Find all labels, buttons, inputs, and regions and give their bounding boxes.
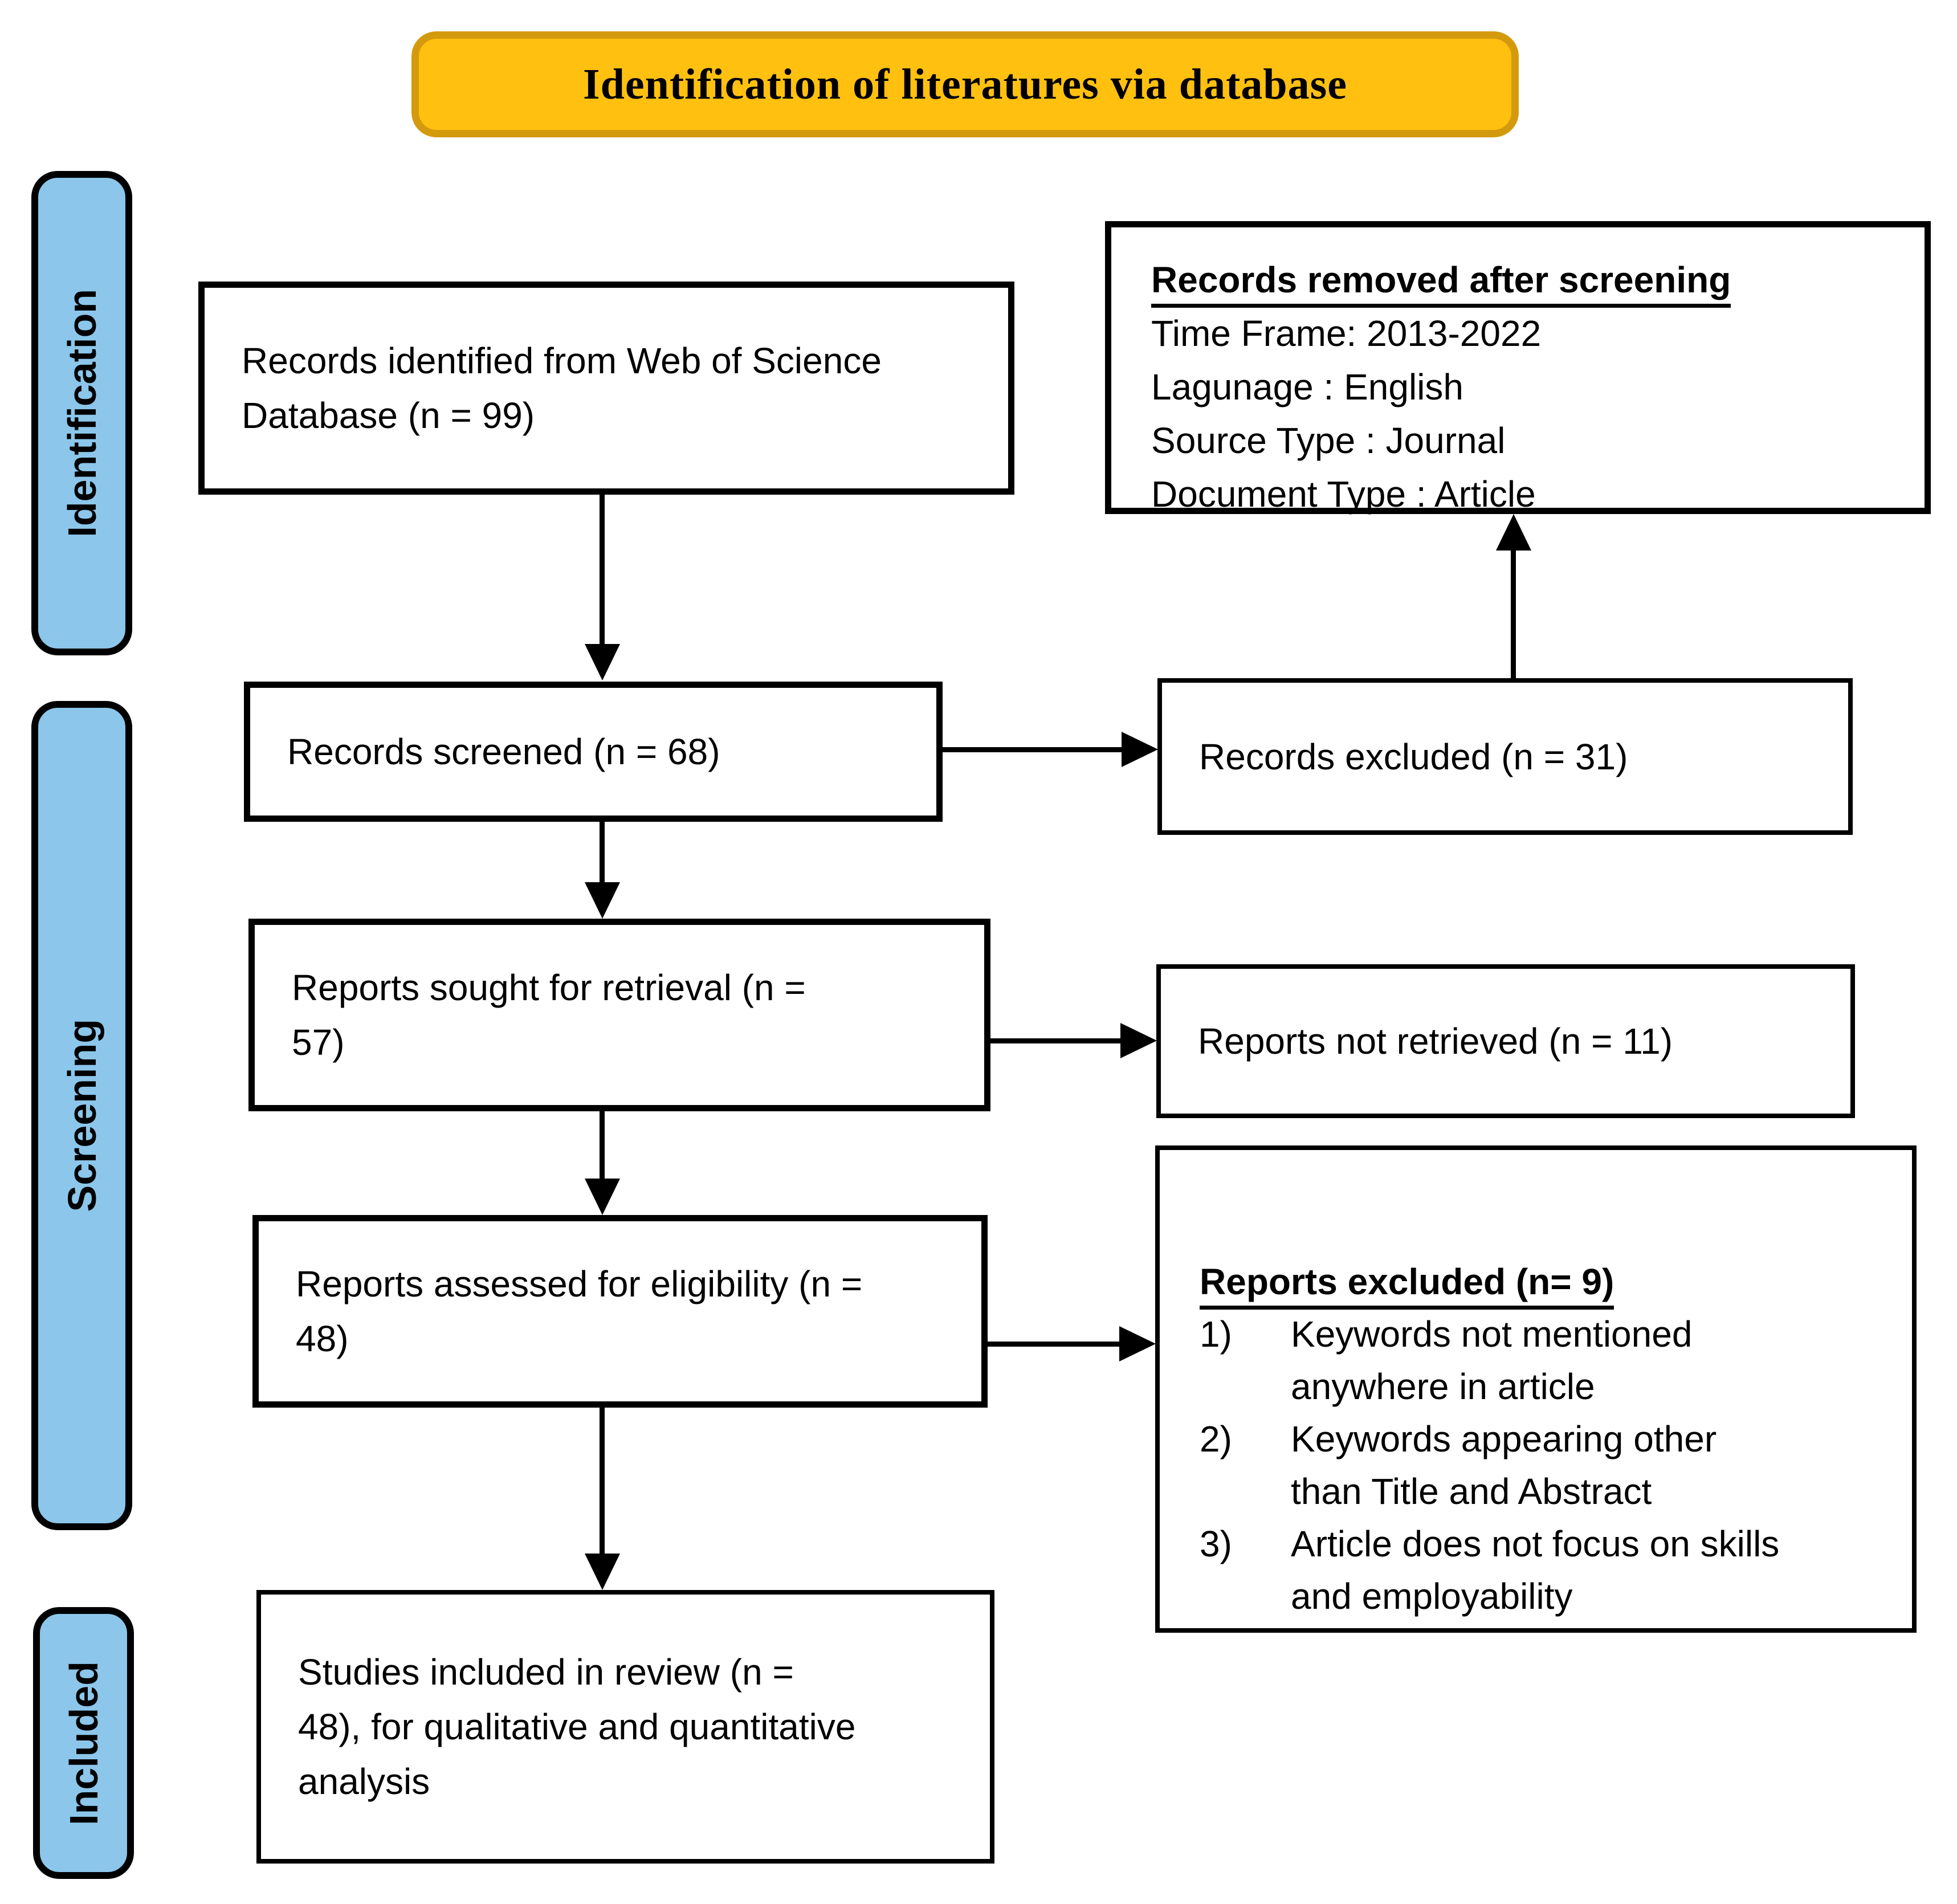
exclusion-reason-1: 1) Keywords not mentioned anywhere in ar… xyxy=(1200,1308,1895,1413)
title-banner: Identification of literatures via databa… xyxy=(411,31,1519,137)
box-records-identified-text: Records identified from Web of Science D… xyxy=(242,340,882,436)
box-records-screened-text: Records screened (n = 68) xyxy=(287,731,720,772)
stage-screening: Screening xyxy=(31,701,132,1530)
stage-included: Included xyxy=(33,1607,134,1879)
box-reports-assessed: Reports assessed for eligibility (n = 48… xyxy=(252,1215,988,1408)
exclusion-reason-2-number: 2) xyxy=(1200,1418,1232,1459)
arrowhead-down-2-icon xyxy=(585,882,620,919)
box-reports-excluded-heading: Reports excluded (n= 9) xyxy=(1200,1255,1895,1310)
box-records-screened: Records screened (n = 68) xyxy=(244,682,943,822)
box-records-removed: Records removed after screening Time Fra… xyxy=(1105,221,1931,515)
arrowhead-up-icon xyxy=(1496,514,1531,551)
stage-identification-label: Identification xyxy=(59,289,104,537)
arrowhead-down-4-icon xyxy=(585,1554,620,1590)
connector-screened-to-sought xyxy=(600,821,605,886)
exclusion-reason-2: 2) Keywords appearing other than Title a… xyxy=(1200,1413,1895,1518)
exclusion-reason-2-text: Keywords appearing other than Title and … xyxy=(1291,1418,1717,1512)
box-records-removed-line1: Time Frame: 2013-2022 xyxy=(1151,313,1542,354)
box-reports-not-retrieved: Reports not retrieved (n = 11) xyxy=(1156,964,1855,1118)
exclusion-reason-1-text: Keywords not mentioned anywhere in artic… xyxy=(1291,1314,1693,1407)
page-title: Identification of literatures via databa… xyxy=(583,60,1347,108)
exclusion-reason-3-text: Article does not focus on skills and emp… xyxy=(1291,1523,1780,1617)
connector-excluded-to-removed xyxy=(1511,548,1516,679)
box-studies-included: Studies included in review (n = 48), for… xyxy=(256,1590,994,1864)
box-records-excluded: Records excluded (n = 31) xyxy=(1157,678,1853,835)
exclusion-reason-1-number: 1) xyxy=(1200,1314,1232,1355)
connector-identified-to-screened xyxy=(600,495,605,649)
box-records-identified: Records identified from Web of Science D… xyxy=(198,282,1014,495)
box-records-removed-line4: Document Type : Article xyxy=(1151,474,1536,515)
arrowhead-down-1-icon xyxy=(585,644,620,680)
stage-screening-label: Screening xyxy=(59,1019,104,1212)
connector-sought-to-assessed xyxy=(600,1110,605,1181)
box-records-removed-line3: Source Type : Journal xyxy=(1151,420,1506,461)
connector-screened-to-excluded xyxy=(941,747,1124,752)
box-records-excluded-text: Records excluded (n = 31) xyxy=(1199,736,1628,777)
connector-sought-to-not-retrieved xyxy=(989,1038,1124,1043)
connector-assessed-to-reports-excluded xyxy=(986,1342,1122,1347)
arrowhead-right-1-icon xyxy=(1122,732,1158,767)
arrowhead-right-2-icon xyxy=(1120,1023,1157,1058)
stage-identification: Identification xyxy=(31,171,132,655)
box-reports-sought: Reports sought for retrieval (n = 57) xyxy=(248,919,990,1111)
connector-assessed-to-included xyxy=(600,1406,605,1556)
arrowhead-down-3-icon xyxy=(585,1179,620,1215)
box-studies-included-text: Studies included in review (n = 48), for… xyxy=(298,1652,856,1802)
box-records-removed-heading: Records removed after screening xyxy=(1151,253,1907,308)
box-reports-excluded: Reports excluded (n= 9) 1) Keywords not … xyxy=(1155,1145,1917,1633)
box-reports-not-retrieved-text: Reports not retrieved (n = 11) xyxy=(1198,1021,1673,1062)
exclusion-reason-3-number: 3) xyxy=(1200,1523,1232,1564)
box-reports-assessed-text: Reports assessed for eligibility (n = 48… xyxy=(296,1263,863,1359)
stage-included-label: Included xyxy=(61,1661,106,1825)
exclusion-reason-3: 3) Article does not focus on skills and … xyxy=(1200,1518,1895,1622)
box-records-removed-line2: Lagunage : English xyxy=(1151,366,1463,407)
arrowhead-right-3-icon xyxy=(1119,1326,1156,1361)
box-reports-sought-text: Reports sought for retrieval (n = 57) xyxy=(292,967,806,1063)
